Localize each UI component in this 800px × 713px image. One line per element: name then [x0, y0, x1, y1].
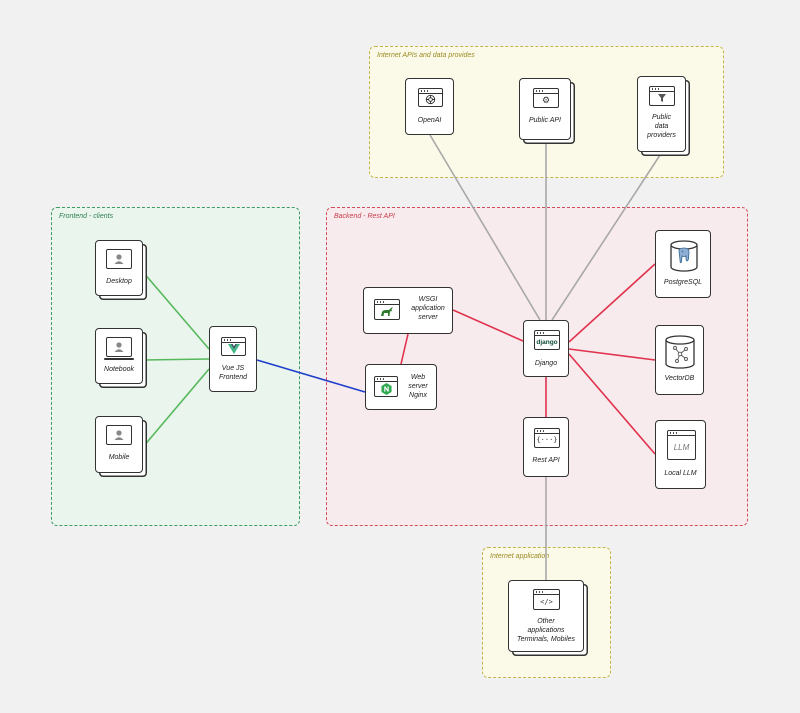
node-openai[interactable]: OpenAI	[405, 78, 454, 135]
group-internet-apis-label: Internet APIs and data provides	[377, 52, 475, 59]
node-local-llm-label: Local LLM	[664, 470, 697, 477]
node-vectordb-label: VectorDB	[664, 375, 695, 382]
openai-icon	[418, 88, 443, 107]
edge-wsgi-django	[452, 309, 524, 342]
edge-django-llm	[568, 353, 656, 455]
edge-publicdata-django	[551, 151, 663, 321]
node-nginx[interactable]: Web server Nginx	[365, 364, 437, 410]
llm-glyph-text: LLM	[673, 442, 690, 452]
node-mobile[interactable]: Mobile	[95, 416, 143, 473]
llm-window-icon: LLM	[667, 430, 696, 460]
group-frontend-label: Frontend - clients	[59, 213, 114, 220]
edge-desktop-vue	[142, 271, 210, 350]
node-desktop[interactable]: Desktop	[95, 240, 143, 296]
node-rest-api[interactable]: {···} Rest API	[523, 417, 569, 477]
django-logo-icon: django	[534, 330, 560, 350]
edge-openai-django	[429, 134, 541, 321]
gunicorn-unicorn-icon	[374, 299, 400, 320]
node-django-label: Django	[534, 360, 558, 367]
edge-django-postgres	[568, 263, 656, 343]
node-other-apps-label: Other applications Terminals, Mobiles	[516, 618, 576, 643]
edge-mobile-vue	[142, 368, 210, 448]
node-public-api[interactable]: ⚙ Public API	[519, 78, 571, 140]
node-nginx-label: Web server Nginx	[408, 374, 428, 399]
node-mobile-label: Mobile	[108, 454, 130, 461]
node-notebook-label: Notebook	[104, 366, 134, 373]
edge-notebook-vue	[142, 358, 210, 361]
node-other-apps[interactable]: </> Other applications Terminals, Mobile…	[508, 580, 584, 652]
user-icon	[106, 425, 132, 445]
node-public-data[interactable]: Public data providers	[637, 76, 686, 152]
node-public-api-label: Public API	[528, 117, 562, 124]
group-internet-apps-label: Internet application	[490, 553, 550, 560]
edge-vue-nginx	[256, 359, 366, 393]
nginx-logo-icon	[374, 376, 398, 397]
user-icon	[106, 249, 132, 269]
code-window-icon: </>	[533, 589, 560, 610]
postgresql-database-icon	[670, 240, 698, 277]
node-vectordb[interactable]: VectorDB	[655, 325, 704, 395]
filter-icon	[649, 86, 675, 106]
group-backend-label: Backend - Rest API	[334, 213, 395, 220]
vue-logo-icon	[221, 337, 246, 356]
django-logo-text: django	[536, 338, 558, 346]
node-local-llm[interactable]: LLM Local LLM	[655, 420, 706, 489]
node-vue-label: Vue JS Frontend	[218, 365, 248, 381]
node-wsgi[interactable]: WSGI application server	[363, 287, 453, 334]
node-postgres[interactable]: PostgreSQL	[655, 230, 711, 298]
node-rest-api-label: Rest API	[532, 457, 560, 464]
node-public-data-label: Public data providers	[647, 114, 676, 139]
node-desktop-label: Desktop	[106, 278, 132, 285]
user-icon	[106, 337, 132, 357]
gear-icon: ⚙	[533, 88, 559, 108]
edge-django-vectordb	[568, 348, 656, 361]
node-vue[interactable]: Vue JS Frontend	[209, 326, 257, 392]
group-frontend: Frontend - clients	[51, 207, 300, 526]
edge-wsgi-nginx	[400, 333, 409, 365]
api-braces-icon: {···}	[534, 428, 560, 448]
node-postgres-label: PostgreSQL	[663, 279, 703, 286]
node-django[interactable]: django Django	[523, 320, 569, 377]
node-notebook[interactable]: Notebook	[95, 328, 143, 384]
node-wsgi-label: WSGI application server	[411, 296, 445, 321]
laptop-base	[104, 358, 134, 360]
vector-database-icon	[665, 335, 695, 374]
node-openai-label: OpenAI	[417, 117, 442, 124]
